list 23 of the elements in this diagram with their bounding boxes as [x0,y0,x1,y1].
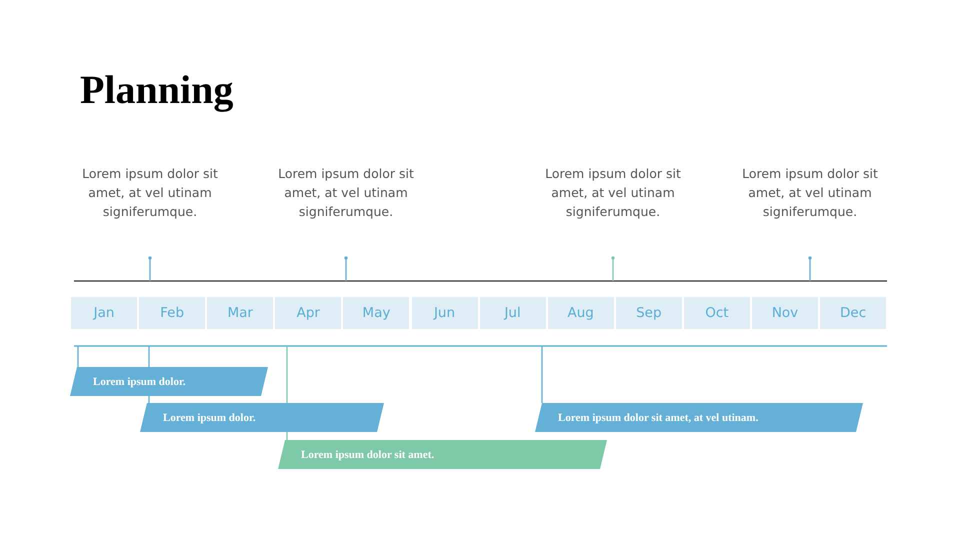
month-cell: Jan [71,297,137,329]
month-cell: Aug [548,297,614,329]
milestone-note: Lorem ipsum dolor sit amet, at vel utinam signiferumque. [266,164,426,226]
task-bar: Lorem ipsum dolor sit amet, at vel utinam. [535,403,863,432]
task-bar: Lorem ipsum dolor sit amet. [278,440,607,469]
task-bar: Lorem ipsum dolor. [140,403,384,432]
leader-line [541,346,543,403]
month-cell: May [343,297,410,329]
task-bar: Lorem ipsum dolor. [70,367,268,396]
month-cell: Apr [275,297,342,329]
month-cell: Feb [139,297,206,329]
month-cell: Jul [480,297,546,329]
milestone-note: Lorem ipsum dolor sit amet, at vel utinam signiferumque. [730,164,890,226]
title: Planning [80,66,234,113]
milestone-note: Lorem ipsum dolor sit amet, at vel utinam signiferumque. [70,164,230,226]
month-cell: Oct [684,297,750,329]
leader-line [77,346,79,367]
month-cell: Sep [616,297,682,329]
milestone-note: Lorem ipsum dolor sit amet, at vel utinam signiferumque. [533,164,693,226]
month-cell: Dec [820,297,886,329]
month-cell: Mar [207,297,274,329]
month-cell: Jun [412,297,478,329]
month-cell: Nov [752,297,818,329]
